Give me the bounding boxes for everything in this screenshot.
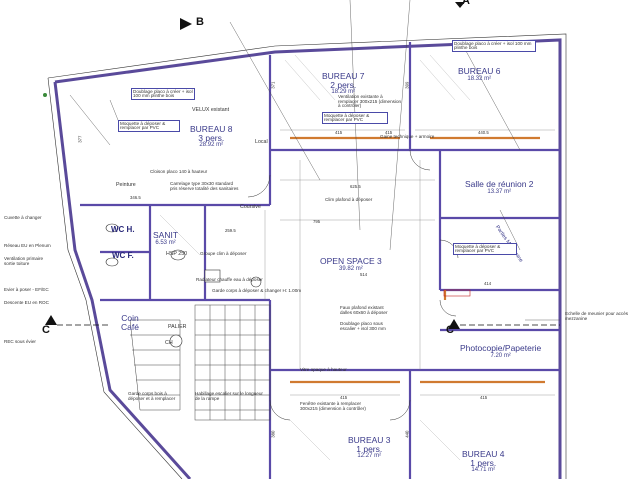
note-faux-plafond: Faux plafond existant dalles 60x60 à dép…	[340, 305, 388, 315]
room-open-space: OPEN SPACE 3 39.82 m²	[320, 256, 382, 272]
dim-9: 414	[484, 281, 492, 286]
note-carrelage: Carrelage type 30x30 standard pris réser…	[170, 181, 239, 191]
note-gaine-technique: Gaine technique + armoire	[380, 134, 435, 139]
label-ch: CH	[165, 340, 173, 346]
note-doublage-bureau8: Doublage placo à créer + isol 100 mm pli…	[131, 88, 195, 101]
room-photocopie: Photocopie/Papeterie 7.20 m²	[460, 343, 542, 359]
note-doublage-escalier: Doublage placo sous escalier + isol 300 …	[340, 321, 386, 331]
room-sanit: SANIT 6.53 m²	[153, 230, 179, 246]
note-descente-eu: Descente EU en ROC	[4, 300, 49, 305]
dim-12: 377	[77, 135, 83, 143]
dim-11: 415	[480, 395, 488, 400]
dim-2: 415	[335, 130, 343, 135]
note-clim-plafond: Clim plafond à déposer	[325, 197, 373, 202]
note-moquette-bureau8: Moquette à déposer & remplacer par PVC	[118, 120, 180, 133]
room-bureau-8: BUREAU 8 3 pers. 28.92 m²	[190, 124, 233, 148]
leader-lines	[69, 0, 560, 321]
outer-wall-outline	[47, 33, 567, 479]
section-markers	[45, 2, 465, 329]
green-dot	[43, 93, 47, 97]
note-doublage-bureau6: Doublage placo à créer + isol 100 mm pli…	[452, 40, 536, 53]
label-local: Local	[255, 139, 268, 145]
room-salle-reunion: Salle de réunion 2 13.37 m²	[465, 179, 534, 195]
note-fenetre-bureau3: Fenêtre existante à remplacer 300x215 (d…	[300, 401, 366, 411]
label-palier: PALIER	[168, 324, 187, 330]
dim-10: 415	[340, 395, 348, 400]
dimension-lines	[264, 129, 555, 396]
note-radiateur: Radiateur chauffe eau à déposer	[196, 277, 263, 282]
room-bureau-6: BUREAU 6 18.32 m²	[458, 66, 501, 82]
section-label-a: A	[462, 0, 470, 7]
note-reseau-eu: Réseau EU en Plenum	[4, 243, 51, 248]
room-bureau-4: BUREAU 4 1 pers. 14.71 m²	[462, 449, 505, 473]
note-echelle-meunier: Echelle de meunier pour accès mezzanine	[565, 311, 629, 321]
room-bureau-3: BUREAU 3 1 pers. 12.27 m²	[348, 435, 391, 459]
dim-7: 259.5	[225, 228, 236, 233]
interior-walls	[80, 42, 560, 479]
note-evier: Evier à poser - EF/EC	[4, 287, 49, 292]
note-garde-corps-bois: Garde corps bois à déposer et à remplace…	[128, 391, 176, 401]
note-cuvette: Cuvette à changer	[4, 215, 42, 220]
dim-8: 514	[360, 272, 368, 277]
note-cloison: Cloison placo 140 à hauteur	[150, 169, 208, 174]
windows	[290, 136, 545, 384]
section-label-c: C	[42, 324, 50, 336]
room-wc-h: WC H.	[111, 225, 135, 234]
note-ventilation-bureau7: Ventilation existante à remplacer 300x21…	[338, 94, 402, 109]
red-marker	[443, 289, 471, 297]
note-rec-evier: REC sous évier	[4, 339, 36, 344]
door-swings	[247, 149, 459, 421]
dim-15: 380	[270, 430, 276, 438]
note-groupe-clim: Groupe clim à déposer	[200, 251, 247, 256]
note-ventilation-primaire: Ventilation primaire sortie toiture	[4, 256, 44, 266]
note-vitre-opaque: Vitre opaque à hauteur	[300, 367, 347, 372]
hatching	[159, 54, 471, 461]
outer-walls	[53, 38, 562, 479]
note-habillage-escalier: Habillage escalier sur le longueur de la…	[195, 391, 263, 401]
dim-14: 399	[404, 81, 410, 89]
note-moquette-salle: Moquette à déposer & remplacer par PVC	[453, 243, 517, 256]
note-moquette-bureau7: Moquette à déposer & remplacer par PVC	[322, 112, 388, 125]
dim-16: 440	[404, 430, 410, 438]
stairs	[129, 304, 271, 421]
dim-1: 346.5	[130, 195, 141, 200]
dim-5: 625.5	[350, 184, 361, 189]
dim-3: 415	[385, 130, 393, 135]
dim-6: 795	[313, 219, 321, 224]
room-coin-cafe: Coin Café	[121, 313, 139, 332]
note-garde-corps: Garde corps à déposer & changer H: 1.00m	[212, 288, 302, 293]
label-coursive: Coursive	[240, 204, 261, 210]
label-peinture: Peinture	[116, 182, 136, 188]
dim-13: 371	[270, 81, 276, 89]
room-wc-f: WC F.	[112, 251, 134, 260]
dim-4: 440.5	[478, 130, 489, 135]
room-bureau-7: BUREAU 7 2 pers. 18.29 m²	[322, 71, 365, 95]
section-label-c2: C	[446, 324, 454, 336]
section-label-b: B	[196, 16, 204, 28]
label-velux: VELUX existant	[192, 107, 230, 113]
fixtures	[105, 223, 262, 348]
label-hsp: HSP 250	[166, 251, 188, 257]
